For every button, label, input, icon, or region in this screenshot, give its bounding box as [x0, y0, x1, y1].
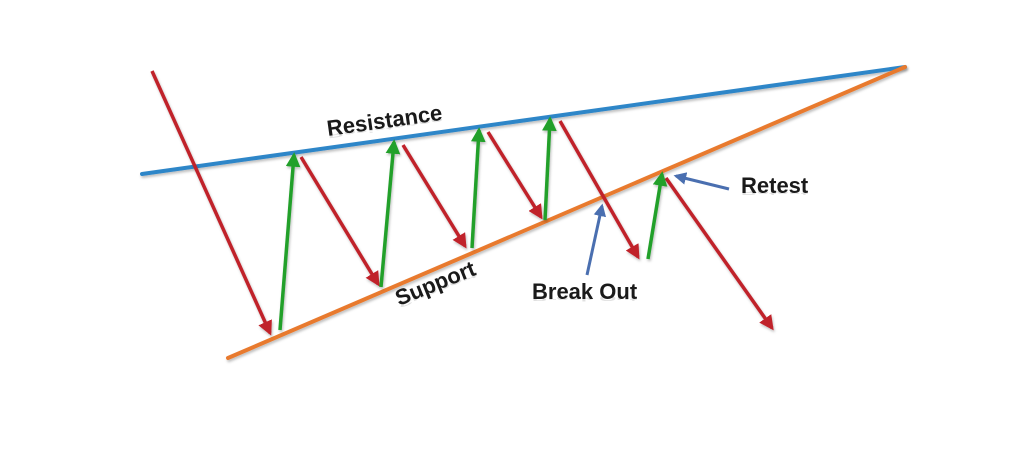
break-out-label-group: Break Out Break Out	[532, 279, 638, 304]
down-arrow	[558, 120, 640, 260]
pointer-arrows	[585, 172, 730, 276]
down-arrow	[664, 176, 774, 331]
support-line	[226, 65, 907, 360]
up-arrow	[542, 116, 557, 221]
up-arrow	[646, 171, 668, 260]
down-arrow	[150, 70, 272, 336]
down-arrow	[299, 156, 380, 287]
down-arrows	[150, 70, 774, 336]
retest-label: Retest	[741, 173, 809, 198]
up-arrows	[278, 116, 668, 331]
retest-label-reflection: Retest	[741, 188, 809, 196]
break-out-label: Break Out	[532, 279, 638, 304]
up-arrow	[278, 152, 301, 331]
retest-pointer-arrow	[673, 172, 730, 191]
up-arrow	[470, 127, 486, 249]
support-label: Support	[392, 256, 480, 311]
down-arrow	[401, 144, 467, 249]
support-label-group: Support Support	[392, 256, 480, 311]
break-out-pointer-arrow	[585, 203, 607, 276]
break-out-label-reflection: Break Out	[532, 294, 638, 302]
up-arrow	[379, 139, 401, 288]
retest-label-group: Retest Retest	[741, 173, 809, 198]
resistance-line	[140, 65, 907, 176]
down-arrow	[486, 131, 543, 220]
